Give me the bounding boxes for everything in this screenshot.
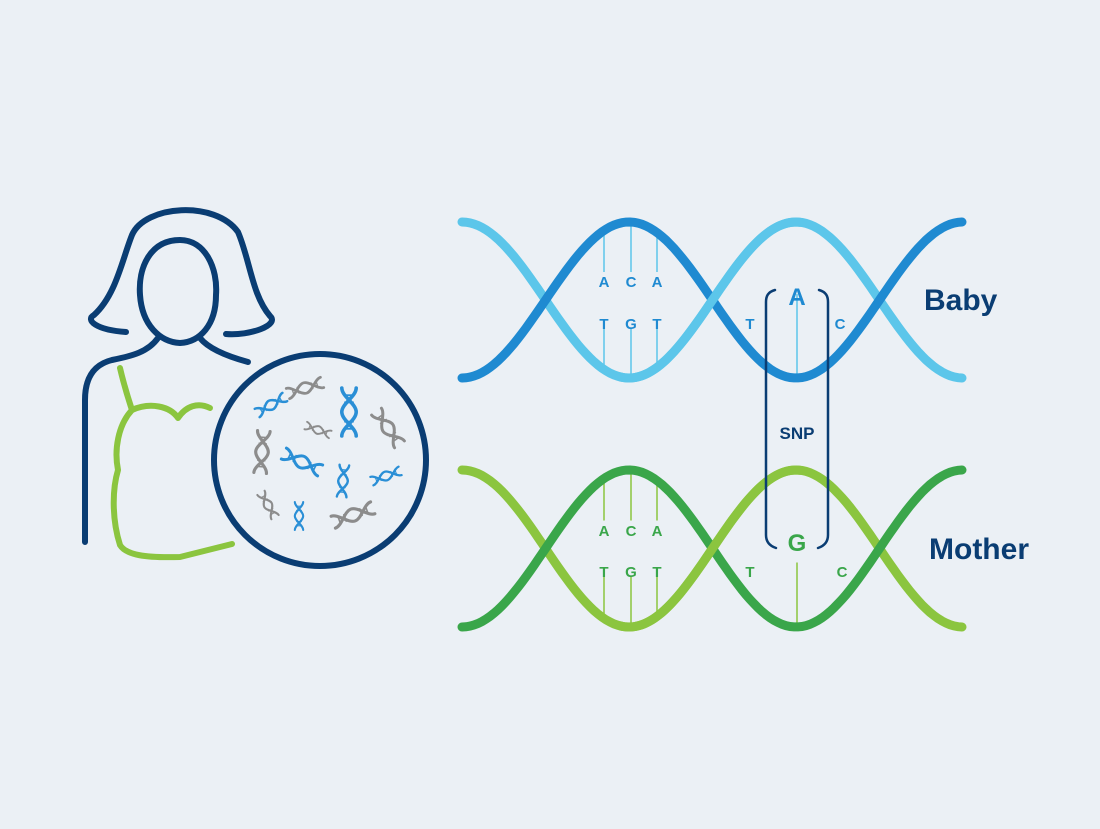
- baby-top-base-3: A: [652, 274, 663, 291]
- dna-fragment-icon: [284, 375, 326, 401]
- dna-fragments-group: [252, 375, 406, 532]
- baby-snp-base: A: [788, 284, 805, 311]
- mother-bottom-base-2: G: [625, 564, 637, 581]
- mother-side-base-right: C: [837, 564, 848, 581]
- dna-fragment-icon: [252, 428, 272, 476]
- pregnant-woman-outline-icon: [82, 207, 275, 561]
- mother-strand-light-front: [615, 465, 805, 632]
- mother-label: Mother: [929, 533, 1029, 566]
- dna-fragment-icon: [370, 406, 406, 450]
- baby-bottom-base-3: T: [652, 316, 661, 333]
- mother-side-base-left: T: [745, 564, 754, 581]
- dna-fragment-icon: [279, 446, 325, 478]
- dna-fragment-icon: [369, 465, 403, 487]
- dna-fragment-icon: [339, 386, 359, 438]
- mother-bottom-base-1: T: [599, 564, 608, 581]
- cell-free-dna-circle: [211, 351, 429, 569]
- woman-hair: [87, 207, 275, 338]
- baby-helix: A C A T G T T A C: [457, 217, 967, 383]
- baby-top-base-2: C: [626, 274, 637, 291]
- snp-label: SNP: [780, 424, 815, 443]
- snp-bracket: [764, 288, 830, 550]
- mother-snp-base: G: [788, 530, 807, 557]
- baby-top-base-1: A: [599, 274, 610, 291]
- baby-bottom-base-1: T: [599, 316, 608, 333]
- dna-fragment-icon: [293, 500, 305, 532]
- mother-top-base-2: C: [626, 523, 637, 540]
- mother-bottom-base-3: T: [652, 564, 661, 581]
- dna-fragment-icon: [303, 420, 333, 440]
- baby-label: Baby: [924, 284, 998, 317]
- baby-side-base-left: T: [745, 316, 754, 333]
- woman-shoulder: [82, 335, 161, 545]
- woman-bust: [129, 402, 213, 421]
- woman-shoulder-right: [197, 335, 251, 365]
- mother-top-base-1: A: [599, 523, 610, 540]
- baby-strand-light-front: [615, 217, 805, 383]
- mother-top-base-3: A: [652, 523, 663, 540]
- dna-fragment-icon: [256, 489, 280, 521]
- dna-fragment-icon: [329, 500, 377, 530]
- baby-side-base-right: C: [835, 316, 846, 333]
- mother-base-pair-lines: [603, 470, 798, 627]
- mother-helix: A C A T G T T G C: [457, 465, 967, 632]
- baby-bottom-base-2: G: [625, 316, 637, 333]
- dna-fragment-icon: [253, 391, 289, 419]
- baby-base-pair-lines: [603, 222, 798, 378]
- woman-body: [110, 365, 235, 561]
- dna-fragment-icon: [335, 463, 351, 499]
- woman-face: [136, 237, 220, 346]
